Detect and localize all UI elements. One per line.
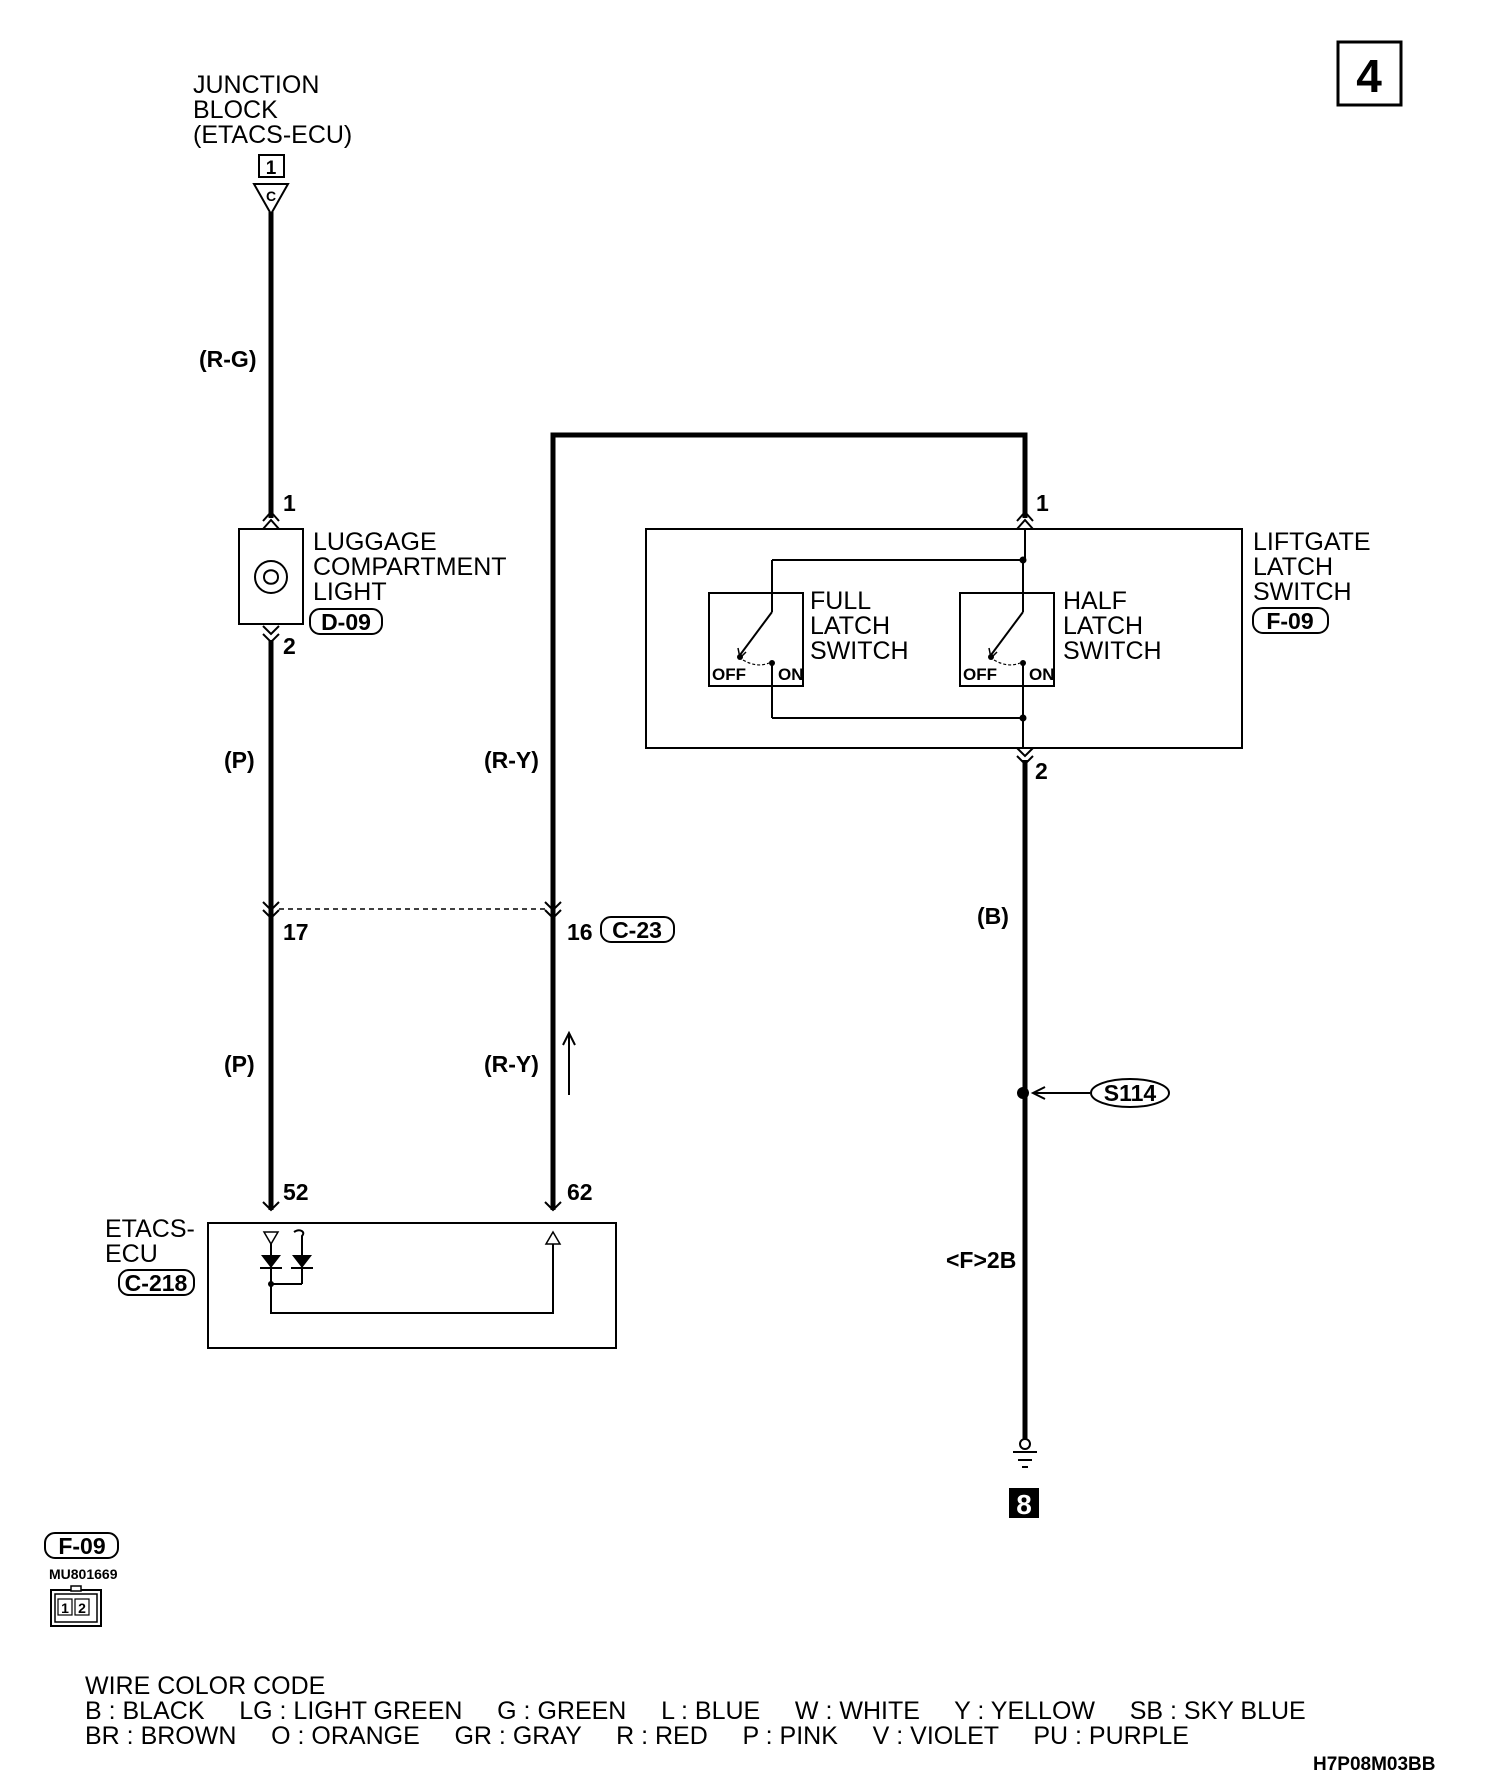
ecu-connector: C-218: [125, 1270, 188, 1296]
connector-c23: 17 16 C-23: [262, 901, 675, 945]
liftgate-line-1: LIFTGATE: [1253, 528, 1371, 556]
luggage-compartment-light: LUGGAGE COMPARTMENT LIGHT D-09: [238, 528, 507, 635]
etacs-ecu: 52 62 ETACS- ECU C-218: [105, 1179, 617, 1349]
pin-c23-16: 16: [567, 919, 593, 945]
ecu-line-1: ETACS-: [105, 1215, 195, 1243]
half-latch-off: OFF: [963, 665, 997, 684]
diagram-code: H7P08M03BB: [1313, 1754, 1436, 1775]
half-latch-line-3: SWITCH: [1063, 637, 1162, 665]
junction-connector-number: 1: [266, 158, 277, 179]
wire-ry: [550, 432, 1028, 1210]
half-latch-on: ON: [1029, 665, 1055, 684]
pin-ecu-62: 62: [567, 1179, 593, 1205]
wire-color-p-upper: (P): [224, 747, 255, 773]
splice-label: S114: [1104, 1080, 1157, 1106]
liftgate-line-2: LATCH: [1253, 553, 1333, 581]
ground-number: 8: [1016, 1489, 1032, 1520]
full-latch-line-3: SWITCH: [810, 637, 909, 665]
connector-view-part: MU801669: [49, 1566, 118, 1582]
junction-block-line-1: JUNCTION: [193, 71, 319, 99]
splice-s114: S114: [1017, 1078, 1170, 1108]
wire-color-rg: (R-G): [199, 346, 256, 372]
luggage-light-connector: D-09: [321, 609, 371, 635]
ground-symbol: 8: [1009, 1438, 1039, 1520]
half-latch-line-2: LATCH: [1063, 612, 1143, 640]
wire-color-b: (B): [977, 903, 1009, 929]
full-latch-off: OFF: [712, 665, 746, 684]
liftgate-connector: F-09: [1266, 608, 1313, 634]
luggage-light-line-3: LIGHT: [313, 578, 387, 606]
junction-connector-letter: C: [266, 188, 276, 204]
half-latch-line-1: HALF: [1063, 587, 1127, 615]
liftgate-latch-switch: 1 LIFTGATE LATCH SWITCH F-09 OFF ON FULL…: [645, 490, 1371, 784]
page-number: 4: [1356, 50, 1382, 102]
connector-view-name: F-09: [58, 1533, 105, 1559]
pin-switch-2: 2: [1035, 758, 1048, 784]
legend-title: WIRE COLOR CODE: [85, 1672, 325, 1700]
luggage-light-line-1: LUGGAGE: [313, 528, 437, 556]
full-latch-line-1: FULL: [810, 587, 871, 615]
connector-view-pin-1: 1: [61, 1600, 69, 1616]
pin-light-2: 2: [283, 633, 296, 659]
wire-color-ry-upper: (R-Y): [484, 747, 539, 773]
full-latch-on: ON: [778, 665, 804, 684]
pin-switch-1: 1: [1036, 490, 1049, 516]
pin-c23-17: 17: [283, 919, 309, 945]
pin-light-1: 1: [283, 490, 296, 516]
pin-ecu-52: 52: [283, 1179, 309, 1205]
luggage-light-line-2: COMPARTMENT: [313, 553, 507, 581]
full-latch-line-2: LATCH: [810, 612, 890, 640]
wire-color-p-lower: (P): [224, 1051, 255, 1077]
legend-row-2: BR : BROWN O : ORANGE GR : GRAY R : RED …: [85, 1722, 1189, 1750]
legend-row-1: B : BLACK LG : LIGHT GREEN G : GREEN L :…: [85, 1697, 1306, 1725]
wire-color-legend: WIRE COLOR CODE B : BLACK LG : LIGHT GRE…: [85, 1672, 1306, 1750]
junction-block-line-2: BLOCK: [193, 96, 278, 124]
connector-view: F-09 MU801669 1 2: [44, 1532, 119, 1627]
connector-view-pin-2: 2: [78, 1600, 86, 1616]
connector-c23-label: C-23: [612, 917, 662, 943]
wire-color-ry-lower: (R-Y): [484, 1051, 539, 1077]
junction-block: JUNCTION BLOCK (ETACS-ECU) 1 C: [193, 71, 352, 217]
ecu-line-2: ECU: [105, 1240, 158, 1268]
junction-block-line-3: (ETACS-ECU): [193, 121, 352, 149]
page-number-badge: 4: [1336, 40, 1403, 107]
liftgate-line-3: SWITCH: [1253, 578, 1352, 606]
wire-color-f2b: <F>2B: [946, 1247, 1016, 1273]
